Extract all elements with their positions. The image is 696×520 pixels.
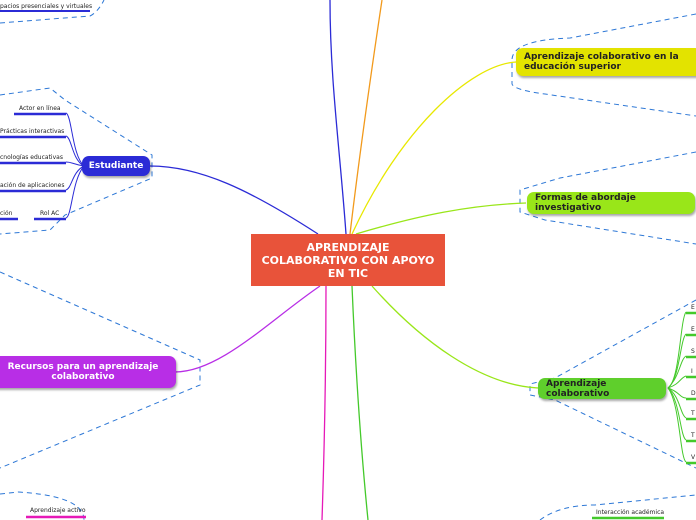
subtopic-ac-3[interactable]: S bbox=[691, 348, 695, 355]
topic-label: Formas de abordaje investigativo bbox=[535, 193, 636, 213]
subtopic-aprendizaje-activo[interactable]: Aprendizaje activo bbox=[30, 507, 86, 514]
central-topic[interactable]: APRENDIZAJE COLABORATIVO CON APOYO EN TI… bbox=[251, 234, 445, 286]
subtopic-cion[interactable]: ción bbox=[0, 210, 13, 217]
topic-label: Estudiante bbox=[88, 161, 144, 171]
ac-sub-lines bbox=[667, 311, 687, 463]
topic-formas-abordaje[interactable]: Formas de abordaje investigativo bbox=[527, 192, 695, 214]
subtopic-aplicaciones[interactable]: ación de aplicaciones bbox=[0, 182, 65, 189]
subtopic-rol-ac[interactable]: Rol AC bbox=[40, 210, 60, 217]
topic-estudiante[interactable]: Estudiante bbox=[82, 156, 150, 176]
subtopic-ac-8[interactable]: V bbox=[691, 454, 696, 461]
subtopic-actor-en-linea[interactable]: Actor en línea bbox=[19, 105, 61, 112]
subtopic-ac-7[interactable]: T bbox=[691, 432, 695, 439]
ac-underlines bbox=[686, 311, 696, 465]
estudiante-sub-lines bbox=[65, 112, 85, 219]
subtopic-ac-2[interactable]: E bbox=[691, 326, 695, 333]
subtopic-ac-5[interactable]: D bbox=[691, 390, 696, 397]
subtopic-ac-6[interactable]: T bbox=[691, 410, 695, 417]
subtopic-practicas-interactivas[interactable]: Prácticas interactivas bbox=[0, 128, 65, 135]
subtopic-espacios[interactable]: pacios presenciales y virtuales bbox=[0, 3, 93, 10]
topic-aprendizaje-colaborativo-superior[interactable]: Aprendizaje colaborativo en la educación… bbox=[516, 48, 696, 76]
subtopic-tecnologias-educativas[interactable]: cnologías educativas bbox=[0, 154, 63, 161]
central-topic-label: APRENDIZAJE COLABORATIVO CON APOYO EN TI… bbox=[261, 240, 435, 280]
estudiante-underlines bbox=[0, 112, 66, 221]
topic-label: Recursos para un aprendizaje colaborativ… bbox=[7, 362, 159, 382]
topic-recursos[interactable]: Recursos para un aprendizaje colaborativ… bbox=[0, 356, 176, 388]
topic-label: Aprendizaje colaborativo en la educación… bbox=[524, 52, 679, 72]
subtopic-ac-4[interactable]: I bbox=[691, 368, 693, 375]
topic-label: Aprendizaje colaborativo bbox=[546, 378, 610, 399]
branch-lines bbox=[149, 0, 539, 520]
topic-aprendizaje-colaborativo[interactable]: Aprendizaje colaborativo bbox=[538, 378, 666, 399]
subtopic-ac-1[interactable]: E bbox=[691, 304, 695, 311]
subtopic-interaccion-academica[interactable]: Interacción académica bbox=[596, 509, 665, 516]
